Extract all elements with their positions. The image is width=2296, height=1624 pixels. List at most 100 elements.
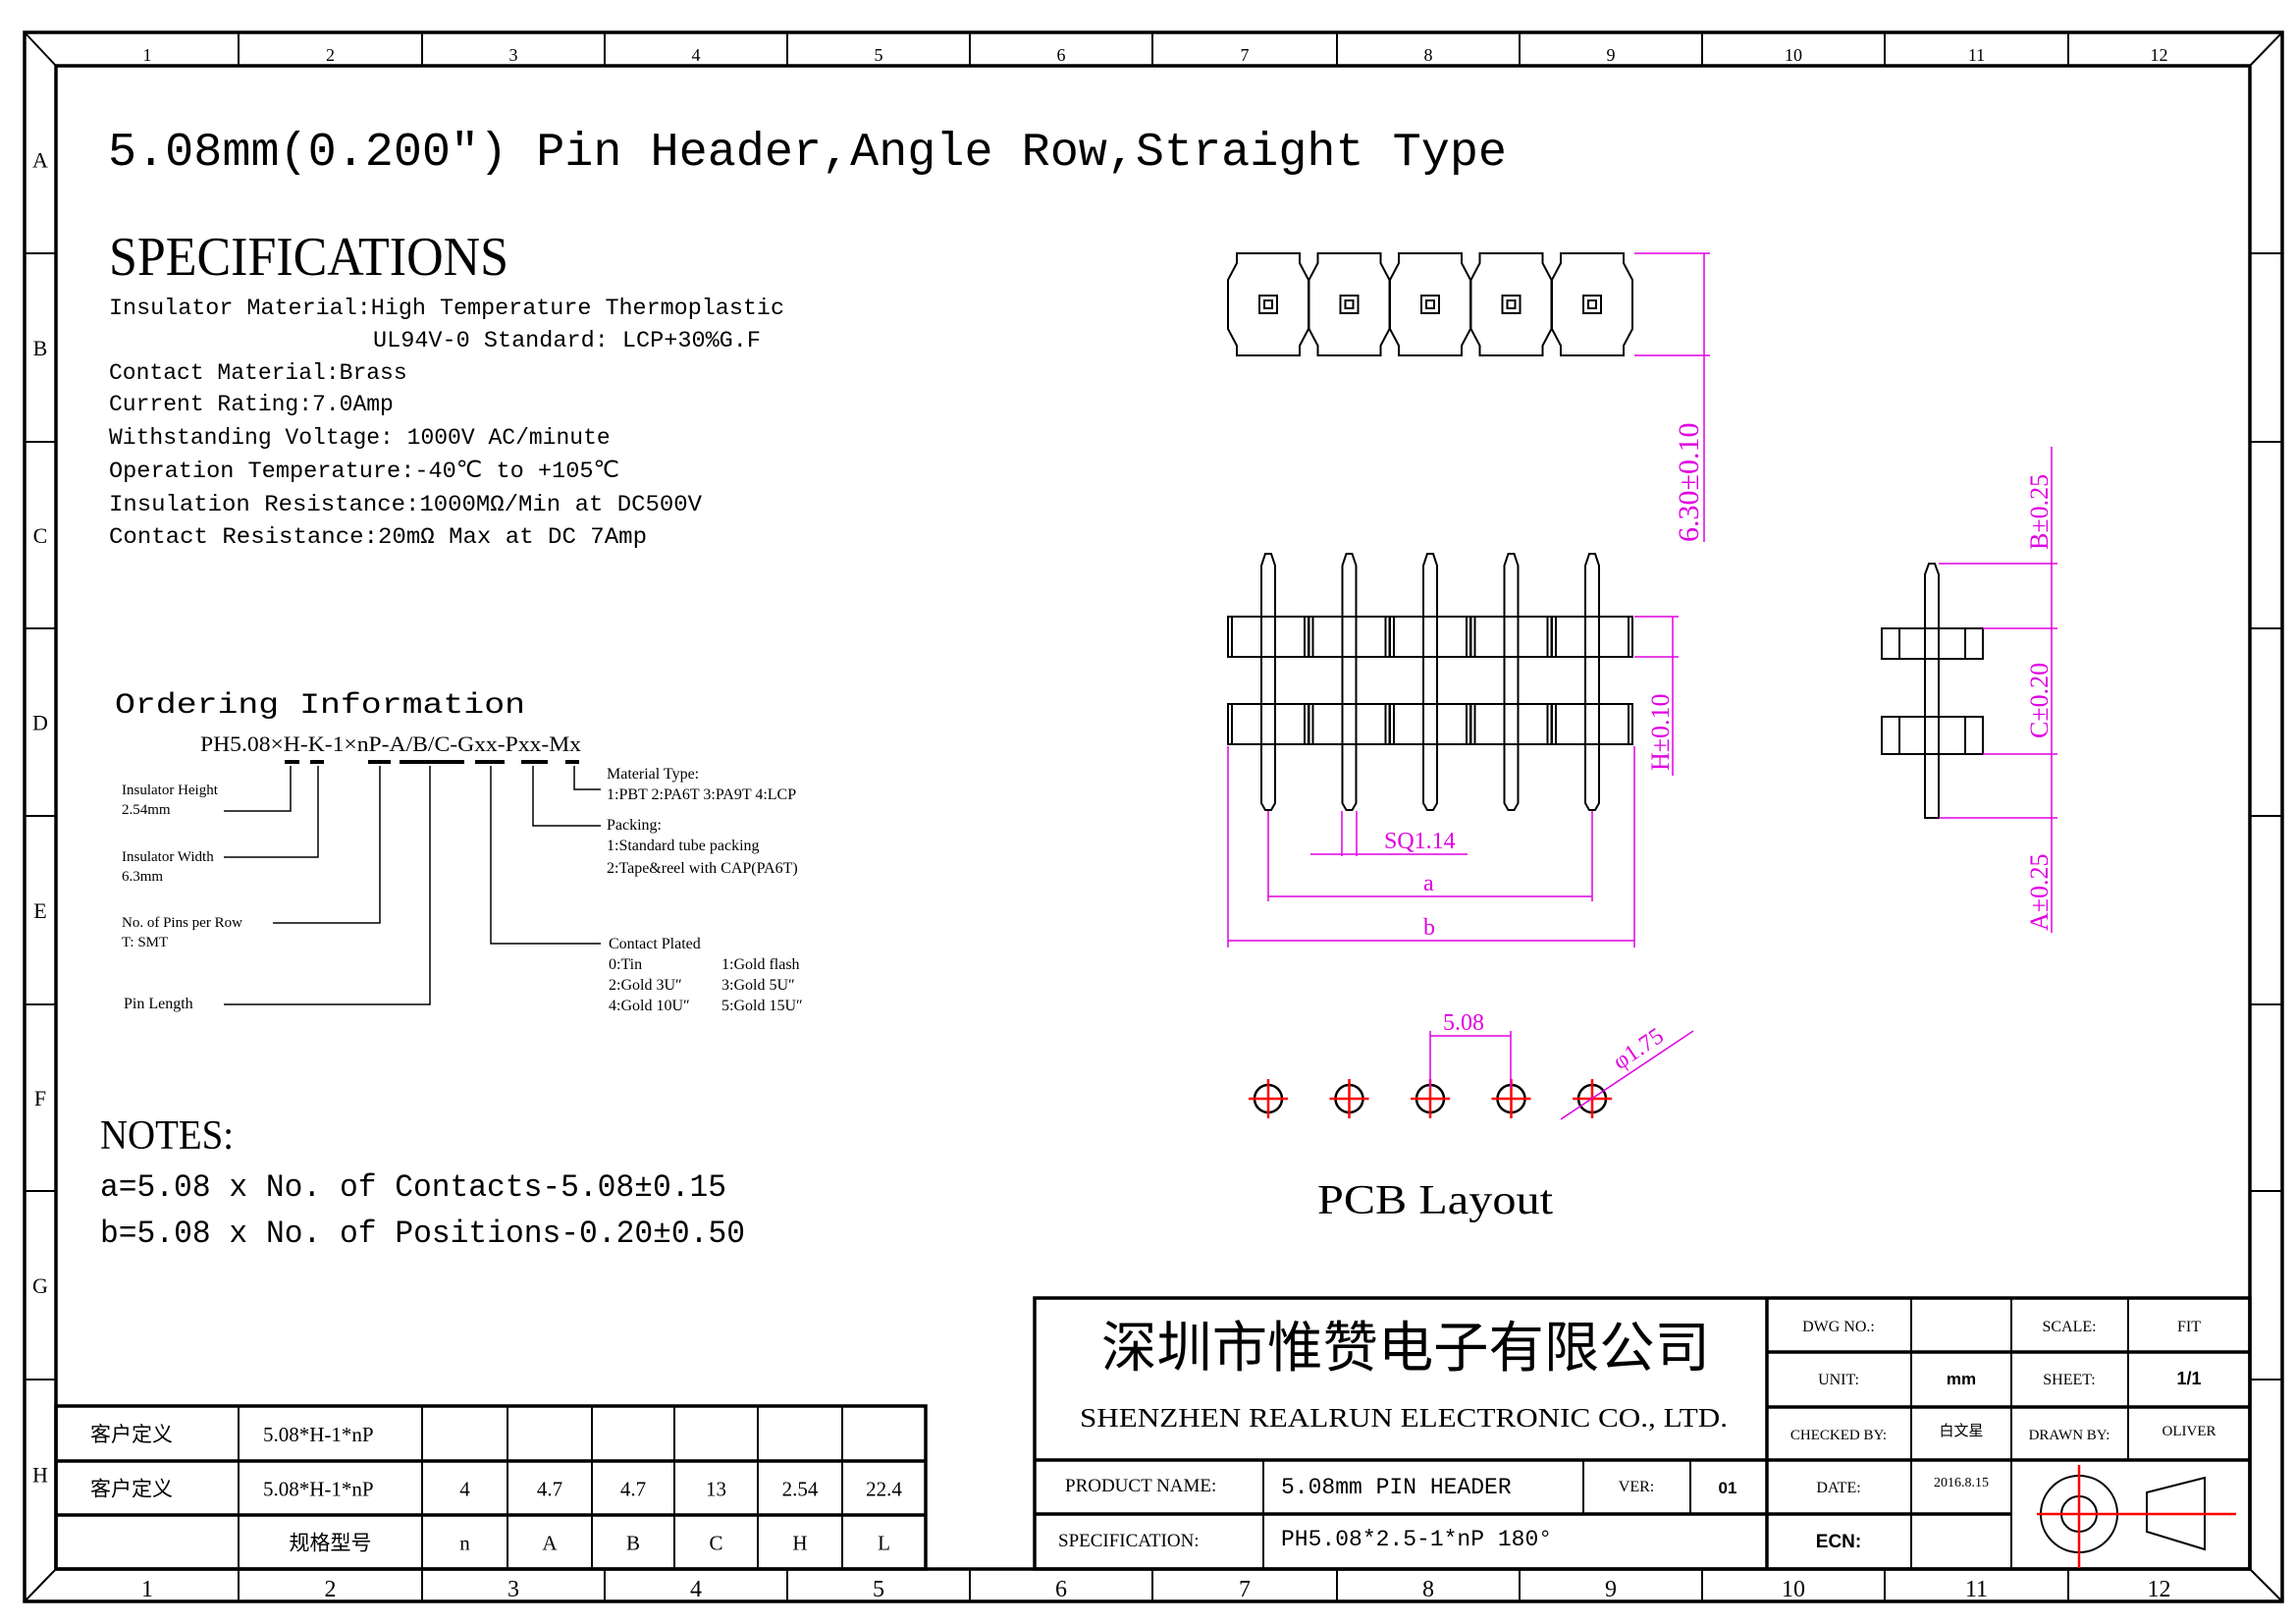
ordering-code: PH5.08×H-K-1×nP-A/B/C-Gxx-Pxx-Mx (200, 731, 581, 756)
plating-option: 5:Gold 15U″ (721, 998, 803, 1014)
housing-top (1227, 252, 1309, 356)
table-cell: 4.7 (537, 1478, 562, 1501)
zone-column-label: 3 (507, 1577, 519, 1602)
zone-column-label-top: 7 (1241, 45, 1250, 65)
specifications-heading: SPECIFICATIONS (109, 227, 508, 288)
zone-column-label-top: 1 (143, 45, 152, 65)
pin-square (1582, 295, 1602, 314)
zone-column-label-top: 12 (2151, 45, 2168, 65)
dim-h-label: H±0.10 (1646, 693, 1675, 771)
pin-square (1339, 295, 1360, 314)
date-label: DATE: (1816, 1480, 1860, 1496)
pin (1260, 553, 1276, 811)
checked-by-label: CHECKED BY: (1790, 1428, 1887, 1443)
company-name-en: SHENZHEN REALRUN ELECTRONIC CO., LTD. (1080, 1403, 1728, 1433)
pin-square-inner (1506, 299, 1517, 309)
table-cell: 规格型号 (290, 1532, 372, 1555)
material-type-options: 1:PBT 2:PA6T 3:PA9T 4:LCP (607, 786, 796, 803)
spec-line: Contact Resistance:20mΩ Max at DC 7Amp (109, 524, 647, 550)
projection-symbol-icon (2037, 1465, 2236, 1568)
spec-line: UL94V-0 Standard: LCP+30%G.F (373, 328, 761, 353)
dim-height-label: 6.30±0.10 (1673, 423, 1705, 542)
housing-top (1551, 252, 1633, 356)
company-name-cn: 深圳市惟赞电子有限公司 (1101, 1319, 1710, 1380)
zone-column-label: 5 (873, 1577, 884, 1602)
specifications-list: Insulator Material:High Temperature Ther… (109, 296, 784, 550)
pin-square (1501, 295, 1522, 314)
zone-column-label: 6 (1055, 1577, 1067, 1602)
zone-column-label: 8 (1422, 1577, 1434, 1602)
product-name-label: PRODUCT NAME: (1065, 1476, 1216, 1496)
table-cell: A (542, 1532, 558, 1555)
spec-line: Insulation Resistance:1000MΩ/Min at DC50… (109, 492, 702, 517)
housing-front (1551, 703, 1633, 745)
dim-A-label: A±0.25 (2025, 853, 2054, 931)
zone-column-label-top: 10 (1785, 45, 1802, 65)
table-cell: 5.08*H-1*nP (263, 1423, 374, 1446)
table-cell: B (626, 1532, 640, 1555)
pin-square-inner (1344, 299, 1355, 309)
zone-row-label: G (32, 1273, 48, 1298)
zone-row-label: A (32, 148, 48, 173)
insulator-width-value: 6.3mm (122, 869, 163, 885)
contact-plated-title: Contact Plated (609, 936, 701, 952)
pin-square (1258, 295, 1278, 314)
sheet-value: 1/1 (2176, 1369, 2201, 1388)
table-cell: 2.54 (782, 1478, 819, 1501)
dim-b-label: b (1423, 915, 1435, 941)
pitch-label: 5.08 (1443, 1010, 1484, 1036)
checked-by-value: 白文星 (1939, 1423, 1983, 1439)
spec-line: Contact Material:Brass (109, 360, 407, 386)
zone-column-label-top: 9 (1607, 45, 1616, 65)
spec-line: Operation Temperature:-40℃ to +105℃ (109, 459, 619, 484)
table-cell: 5.08*H-1*nP (263, 1478, 374, 1501)
zone-column-label: 12 (2148, 1577, 2171, 1602)
dim-B-label: B±0.25 (2025, 474, 2054, 550)
zone-column-label: 4 (690, 1577, 702, 1602)
zone-column-label-top: 2 (326, 45, 335, 65)
material-type-title: Material Type: (607, 766, 699, 783)
zone-row-label: B (33, 336, 48, 360)
table-cell: n (459, 1532, 470, 1555)
scale-label: SCALE: (2042, 1319, 2096, 1335)
insulator-height-label: Insulator Height (122, 783, 219, 798)
housing-front (1469, 703, 1553, 745)
housing-top (1308, 252, 1391, 356)
housing-top (1389, 252, 1471, 356)
note-a: a=5.08 x No. of Contacts-5.08±0.15 (100, 1169, 726, 1206)
zone-row-label: D (32, 711, 48, 735)
table-cell: 4 (459, 1478, 470, 1501)
packing-option-2: 2:Tape&reel with CAP(PA6T) (607, 860, 798, 877)
pin-square-inner (1587, 299, 1597, 309)
specification-value: PH5.08*2.5-1*nP 180° (1281, 1527, 1552, 1552)
insulator-width-label: Insulator Width (122, 849, 214, 865)
pin (1503, 553, 1520, 811)
dwg-no-label: DWG NO.: (1802, 1319, 1875, 1335)
side-view: B±0.25 C±0.20 A±0.25 (1881, 447, 2057, 933)
specification-label: SPECIFICATION: (1058, 1531, 1200, 1551)
dim-sq-label: SQ1.14 (1384, 829, 1456, 854)
housing-front (1389, 616, 1471, 658)
table-cell: L (878, 1532, 890, 1555)
table-cell: 22.4 (866, 1478, 902, 1501)
table-cell: 客户定义 (90, 1478, 173, 1501)
dim-a-label: a (1423, 871, 1434, 896)
top-view (1227, 252, 1633, 356)
housing-front (1308, 703, 1391, 745)
date-value: 2016.8.15 (1934, 1476, 1989, 1490)
table-border (54, 1404, 928, 1571)
zone-column-label-top: 4 (692, 45, 701, 65)
pin (1584, 553, 1600, 811)
table-cell: 13 (706, 1478, 726, 1501)
pcb-layout (1249, 1079, 1612, 1118)
pin-square-inner (1425, 299, 1435, 309)
zone-column-label-top: 8 (1424, 45, 1433, 65)
ordering-left-labels: Insulator Height 2.54mm Insulator Width … (122, 783, 242, 1012)
pin (1422, 553, 1438, 811)
notes-heading: NOTES: (100, 1113, 234, 1159)
zone-row-label: H (32, 1463, 48, 1488)
dim-C-label: C±0.20 (2025, 663, 2054, 738)
zone-column-label-top: 3 (509, 45, 518, 65)
